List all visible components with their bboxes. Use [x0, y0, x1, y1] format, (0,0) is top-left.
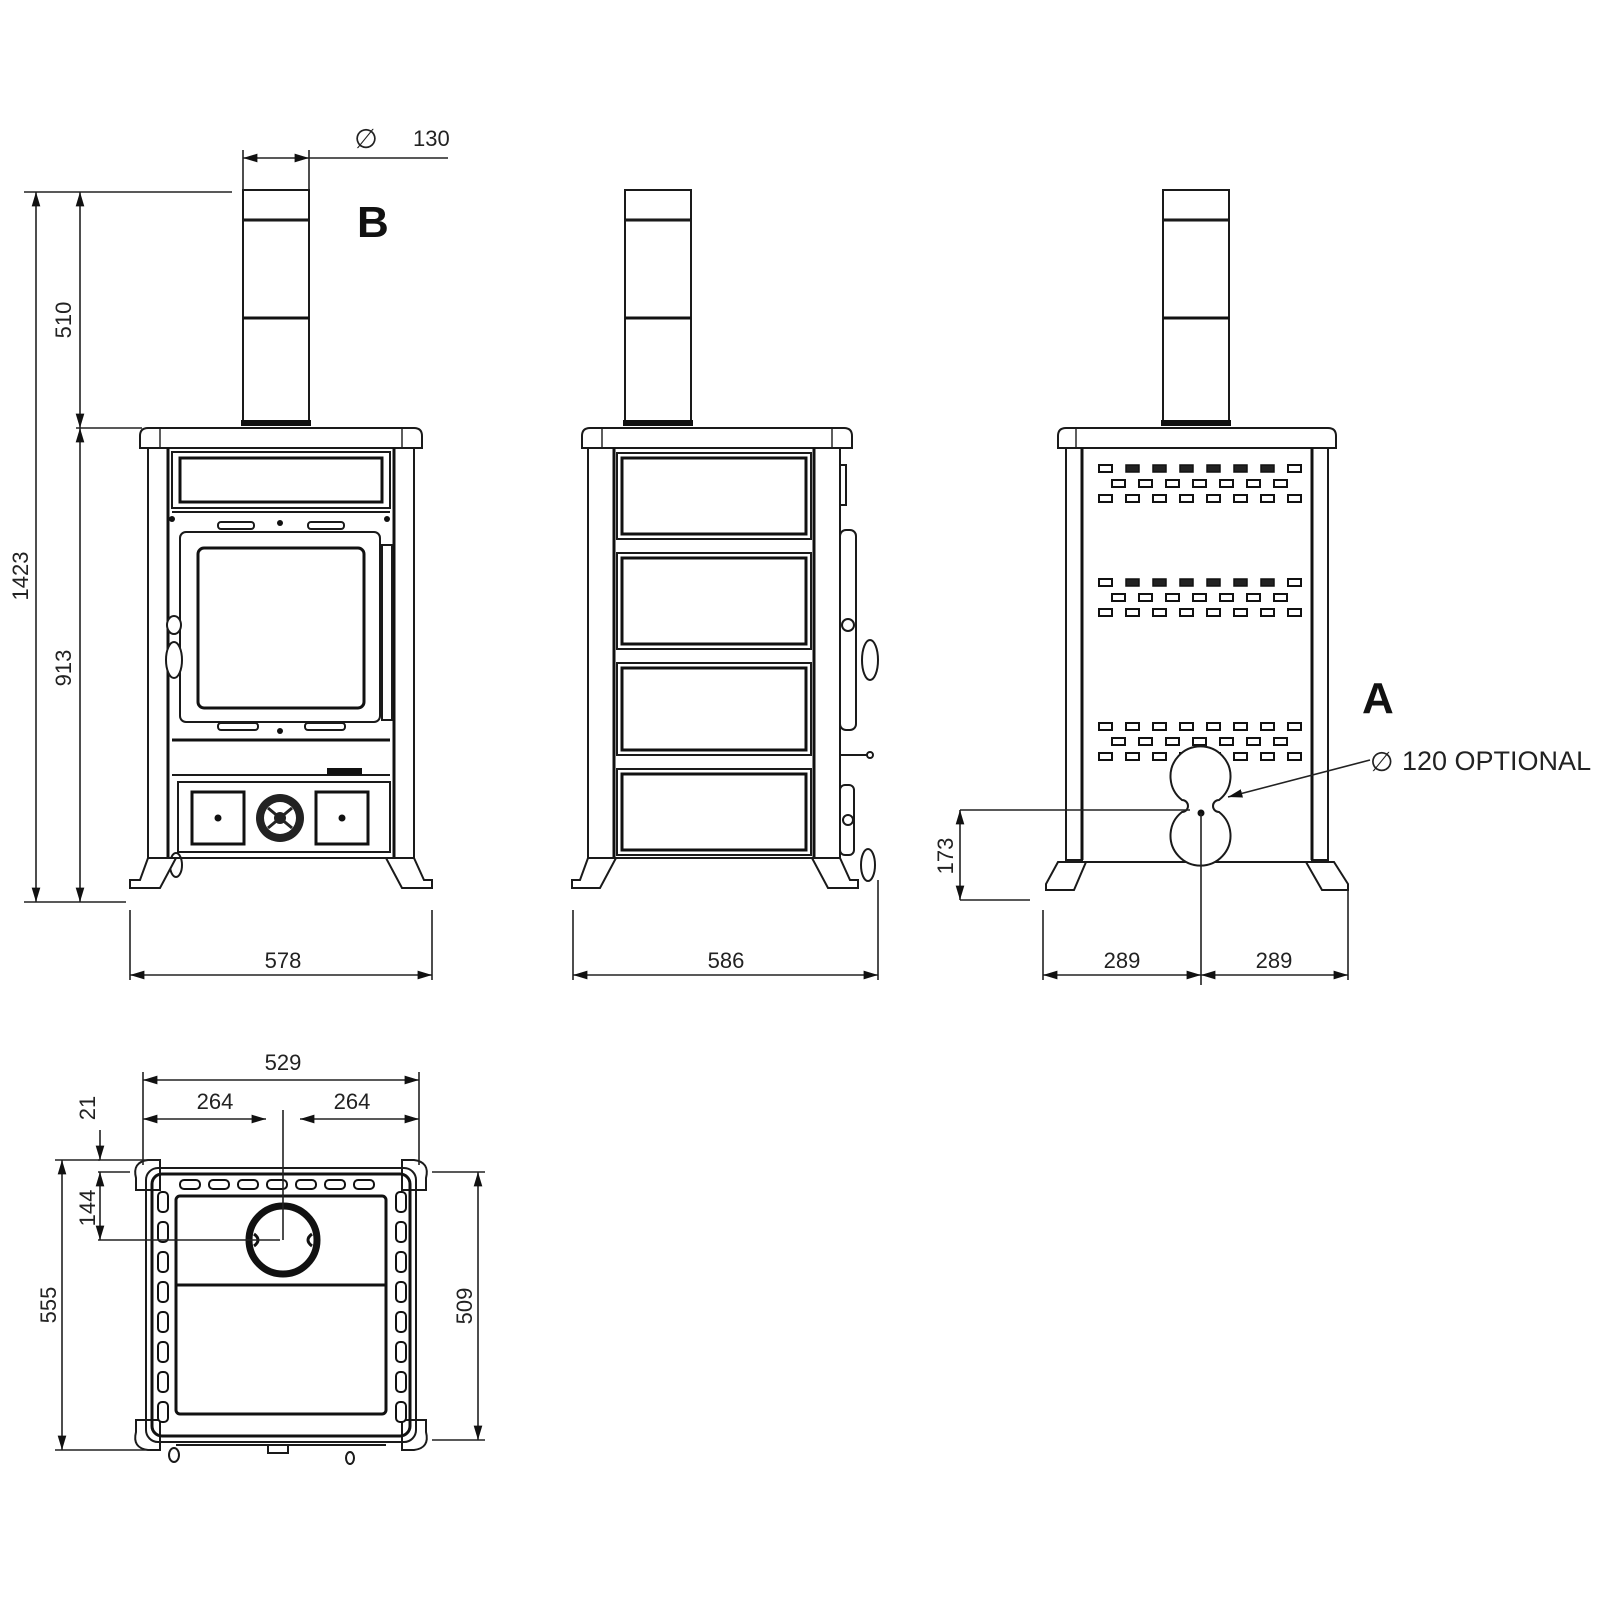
right-column	[393, 447, 415, 859]
top-view	[134, 1159, 428, 1465]
door-glass	[196, 546, 366, 710]
dim-top-half-left: 264	[197, 1089, 234, 1114]
side-handle-icon	[861, 639, 879, 681]
outlet-label-a: A	[1362, 674, 1394, 723]
rear-dimensions: 173 289 289 A ∅ 120 OPTIONAL	[933, 674, 1591, 985]
flue-pipe-front	[241, 189, 311, 426]
right-foot	[384, 857, 433, 889]
outlet-label-b: B	[357, 198, 389, 247]
left-foot	[129, 857, 178, 889]
top-vent-slots	[157, 1179, 407, 1423]
side-panels	[616, 452, 812, 856]
top-plate	[139, 427, 423, 449]
dim-body-depth: 509	[452, 1288, 477, 1325]
dim-outlet-height: 173	[933, 838, 958, 875]
dim-side-depth: 586	[708, 948, 745, 973]
ash-door	[169, 781, 391, 878]
dim-top-half-right: 264	[334, 1089, 371, 1114]
front-dimensions: 1423 510 913 578 ∅ 130 B	[8, 124, 450, 980]
side-view	[571, 189, 879, 889]
top-plate-outline	[174, 1194, 388, 1416]
diameter-symbol: ∅	[354, 124, 378, 154]
dim-top-width: 529	[265, 1050, 302, 1075]
dim-flue-center: 144	[75, 1190, 100, 1227]
dim-rear-offset: 21	[75, 1096, 100, 1120]
front-view	[129, 189, 433, 889]
left-column	[147, 447, 169, 859]
optional-outlet-note: 120 OPTIONAL	[1402, 746, 1591, 776]
dim-total-height: 1423	[8, 552, 33, 601]
dim-rear-half-left: 289	[1104, 948, 1141, 973]
door-handle-icon	[166, 615, 182, 635]
side-dimensions: 586	[572, 880, 879, 980]
top-panel	[171, 451, 391, 509]
dim-body-height: 913	[51, 650, 76, 687]
vent-slots	[1098, 464, 1302, 761]
dim-top-depth: 555	[36, 1287, 61, 1324]
rear-view	[1045, 189, 1349, 891]
dim-rear-half-right: 289	[1256, 948, 1293, 973]
top-dimensions: 529 264 264 21 144 555 509	[36, 1050, 485, 1451]
dim-flue-diameter: 130	[413, 126, 450, 151]
diameter-symbol-a: ∅	[1370, 747, 1394, 777]
firebox-door	[165, 516, 393, 734]
optional-outlet-a	[1169, 745, 1232, 867]
dim-flue-height: 510	[51, 302, 76, 339]
dim-front-width: 578	[265, 948, 302, 973]
